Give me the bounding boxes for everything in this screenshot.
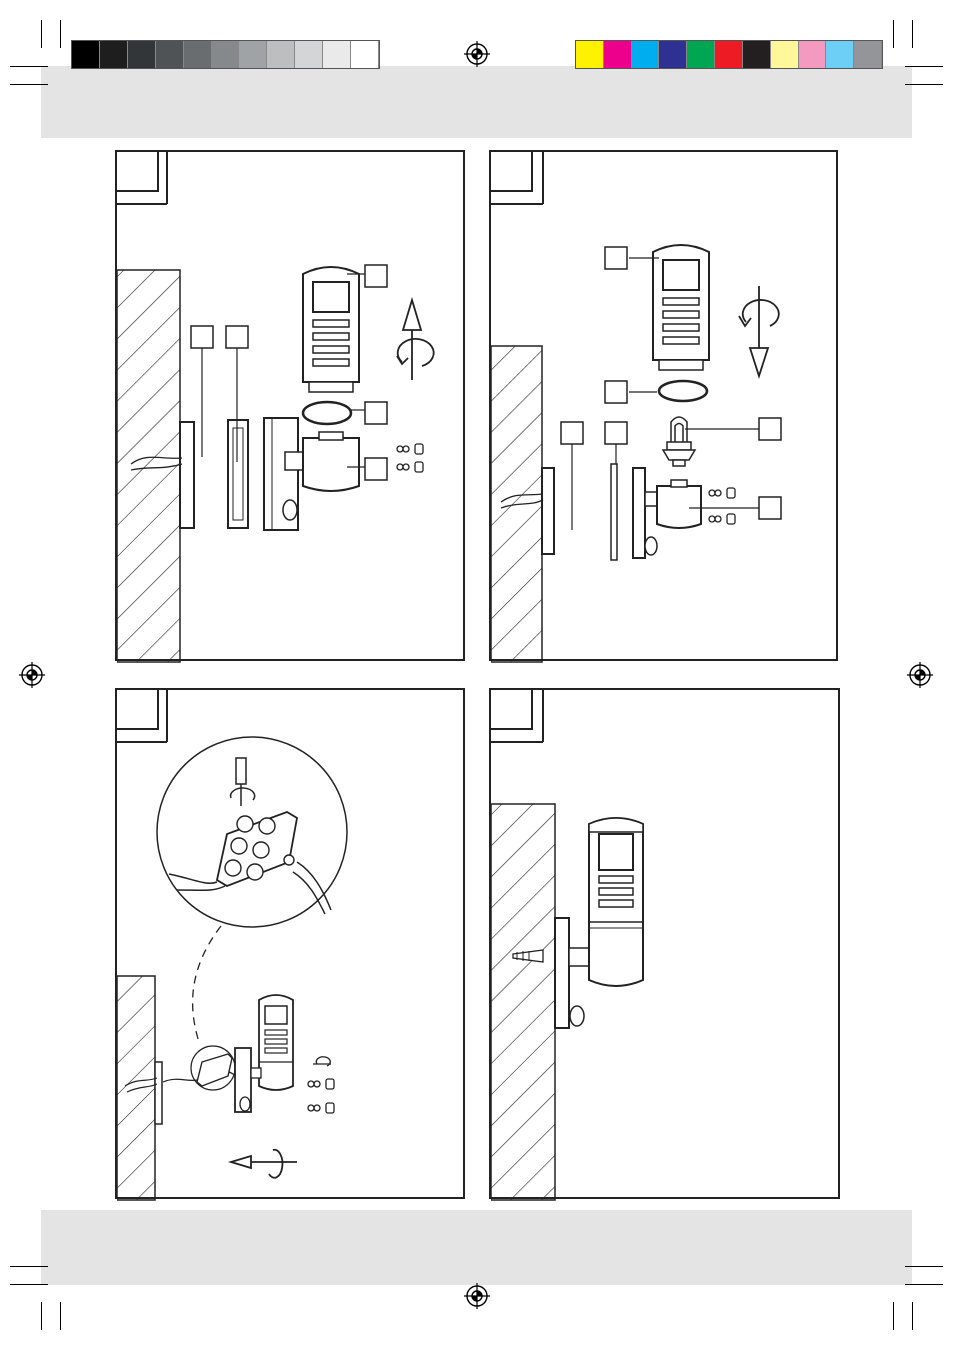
lamp-cover-icon <box>302 266 360 393</box>
rotate-left-arrow-icon <box>227 1148 297 1179</box>
step-2-illustration <box>491 152 782 663</box>
step-number-box <box>115 688 159 730</box>
rotate-down-arrow-icon <box>738 286 780 379</box>
callout-box <box>758 496 782 520</box>
step-number-box <box>489 150 533 192</box>
lamp-base-icon <box>656 485 702 529</box>
color-swatch <box>603 41 632 68</box>
color-swatch <box>183 41 212 68</box>
color-swatch <box>211 41 240 68</box>
color-swatch <box>854 41 882 68</box>
callout-box <box>604 380 628 404</box>
step-3-illustration <box>117 690 348 1201</box>
mounting-bracket-icon <box>632 467 646 559</box>
color-swatch <box>295 41 324 68</box>
callout-box <box>190 325 214 349</box>
wall-plate-icon <box>541 467 555 555</box>
wall-plate-icon <box>179 421 195 529</box>
lamp-cover-icon <box>652 244 710 371</box>
color-swatch <box>715 41 743 68</box>
lamp-base-icon <box>302 437 360 492</box>
color-swatch <box>826 41 855 68</box>
color-swatch <box>687 41 716 68</box>
color-swatch <box>798 41 827 68</box>
detail-connector-line <box>192 925 222 1043</box>
wall-plate-icon <box>554 917 570 1029</box>
color-swatch <box>351 41 379 68</box>
callout-box <box>604 246 628 270</box>
footer-band <box>41 1210 912 1285</box>
wall-icon <box>117 975 156 1201</box>
terminal-block-detail-icon <box>156 736 348 928</box>
step-1-illustration <box>117 152 435 663</box>
header-band <box>41 66 912 138</box>
step-4-panel <box>489 688 840 1201</box>
process-color-bar <box>575 40 883 69</box>
registration-mark-top-icon <box>464 41 490 67</box>
sealing-ring-icon <box>301 400 353 426</box>
callout-box <box>364 264 388 288</box>
step-4-illustration <box>491 690 644 1201</box>
mounting-bracket-icon <box>263 417 299 531</box>
lamp-icon <box>250 994 294 1091</box>
color-swatch <box>155 41 184 68</box>
color-swatch <box>770 41 799 68</box>
callout-box <box>364 457 388 481</box>
color-swatch <box>659 41 688 68</box>
callout-box <box>604 421 628 445</box>
color-swatch <box>127 41 156 68</box>
sealing-ring-icon <box>657 379 709 403</box>
callout-box <box>758 417 782 441</box>
color-swatch <box>267 41 296 68</box>
color-swatch <box>631 41 660 68</box>
grayscale-color-bar <box>71 40 380 69</box>
color-swatch <box>576 41 604 68</box>
gasket-plate-icon <box>610 463 618 561</box>
step-number-box <box>489 688 533 730</box>
rotate-up-arrow-icon <box>396 296 435 380</box>
callout-box <box>560 421 584 445</box>
step-3-panel <box>115 688 465 1201</box>
step-1-panel <box>115 150 465 663</box>
step-number-box <box>115 150 159 192</box>
bulb-icon <box>661 416 697 467</box>
gasket-plate-icon <box>227 419 249 529</box>
registration-mark-left-icon <box>19 662 45 688</box>
color-swatch <box>323 41 352 68</box>
step-2-panel <box>489 150 838 663</box>
color-swatch <box>742 41 771 68</box>
screws-icon <box>708 487 736 525</box>
callout-box <box>225 325 249 349</box>
color-swatch <box>72 41 100 68</box>
registration-mark-bottom-icon <box>464 1283 490 1309</box>
color-swatch <box>99 41 128 68</box>
callout-box <box>364 401 388 425</box>
installed-lamp-icon <box>588 817 644 987</box>
color-swatch <box>239 41 268 68</box>
wall-plate-icon <box>154 1061 163 1125</box>
screws-icon <box>396 443 424 473</box>
screws-icon <box>307 1056 335 1114</box>
wall-icon <box>491 803 556 1201</box>
mounting-bracket-icon <box>234 1047 252 1113</box>
registration-mark-right-icon <box>907 662 933 688</box>
